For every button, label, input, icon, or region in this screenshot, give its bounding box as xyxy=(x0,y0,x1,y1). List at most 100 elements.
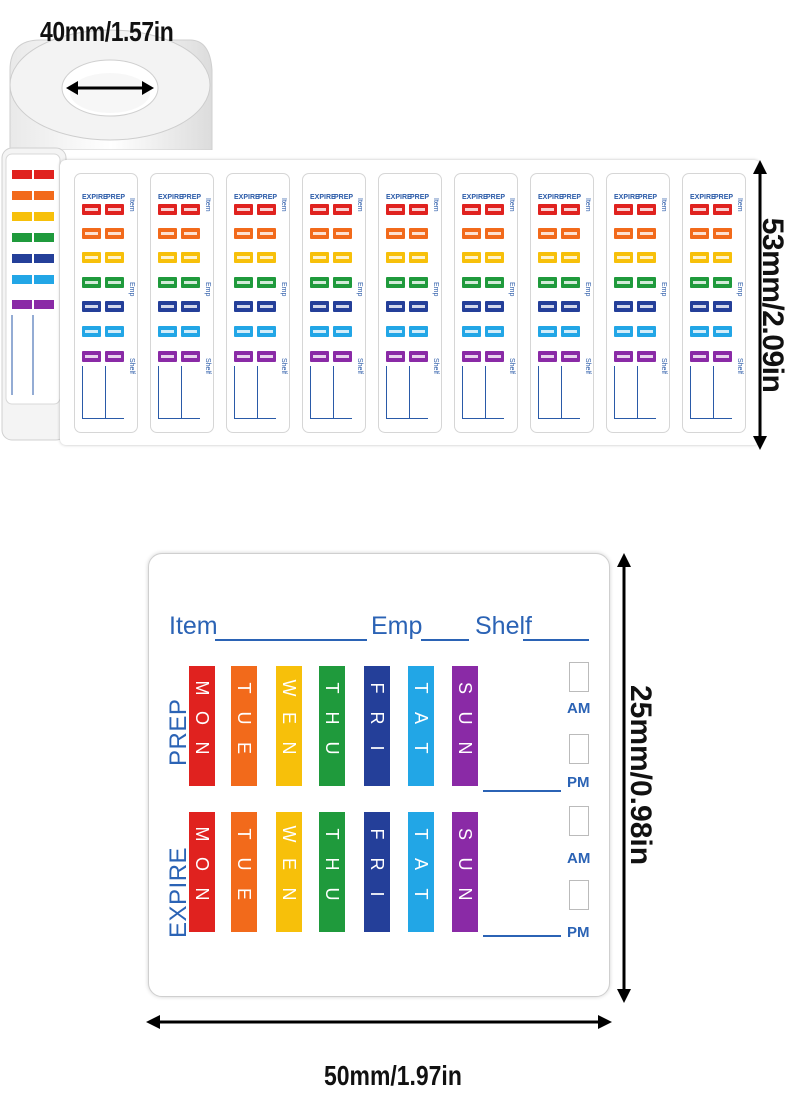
mini-bottom-line xyxy=(386,418,428,419)
mini-column-line xyxy=(462,366,463,418)
mini-column-line xyxy=(690,366,691,418)
mini-day-box xyxy=(234,277,253,288)
expire-day-letter: T xyxy=(411,828,431,840)
mini-day-box xyxy=(310,277,329,288)
mini-day-box xyxy=(234,204,253,215)
mini-day-box xyxy=(409,204,428,215)
expire-day-letter: H xyxy=(322,857,342,871)
mini-bottom-line xyxy=(158,418,200,419)
mini-day-box xyxy=(713,228,732,239)
expire-day-letter: E xyxy=(279,857,299,870)
mini-day-box xyxy=(333,204,352,215)
mini-day-box xyxy=(82,252,101,263)
mini-day-box xyxy=(409,326,428,337)
prep-day-letter: E xyxy=(279,711,299,724)
mini-prep-header: PREP xyxy=(182,194,202,201)
mini-day-box xyxy=(105,252,124,263)
mini-day-box xyxy=(333,277,352,288)
mini-day-box xyxy=(409,228,428,239)
prep-time-underline xyxy=(483,790,561,792)
mini-day-box xyxy=(561,252,580,263)
mini-day-box xyxy=(234,326,253,337)
mini-day-box xyxy=(386,252,405,263)
mini-day-box xyxy=(333,301,352,312)
mini-day-box xyxy=(158,326,177,337)
label-height-dimension: 25mm/0.98in xyxy=(624,684,657,866)
expire-am-checkbox[interactable] xyxy=(569,806,589,836)
expire-day-letter: N xyxy=(279,887,299,901)
mini-day-box xyxy=(409,252,428,263)
mini-day-box xyxy=(614,252,633,263)
mini-day-box xyxy=(485,351,504,362)
expire-day-letter: N xyxy=(192,887,212,901)
mini-day-box xyxy=(158,228,177,239)
mini-column-line xyxy=(409,366,410,418)
mini-column-line xyxy=(713,366,714,418)
mini-day-box xyxy=(690,301,709,312)
mini-side-label: Shelf xyxy=(736,358,743,374)
mini-bottom-line xyxy=(538,418,580,419)
prep-day-letter: F xyxy=(367,682,387,694)
item-field-label: Item xyxy=(169,612,218,640)
mini-day-box xyxy=(485,204,504,215)
prep-am-label: AM xyxy=(567,700,591,717)
core-width-dimension: 40mm/1.57in xyxy=(40,16,174,47)
mini-prep-header: PREP xyxy=(562,194,582,201)
mini-day-box xyxy=(181,301,200,312)
mini-side-label: Item xyxy=(204,198,211,212)
mini-day-box xyxy=(310,204,329,215)
mini-day-box xyxy=(561,326,580,337)
label-width-dimension: 50mm/1.97in xyxy=(324,1060,462,1091)
mini-day-box xyxy=(462,228,481,239)
mini-day-box xyxy=(485,252,504,263)
prep-day-letter: N xyxy=(192,741,212,755)
prep-pm-checkbox[interactable] xyxy=(569,734,589,764)
mini-day-box xyxy=(462,326,481,337)
mini-day-box xyxy=(538,277,557,288)
mini-day-box xyxy=(637,301,656,312)
roll-end xyxy=(1,147,67,441)
prep-day-letter: I xyxy=(367,745,387,751)
mini-bottom-line xyxy=(82,418,124,419)
mini-day-box xyxy=(333,252,352,263)
mini-day-box xyxy=(538,301,557,312)
mini-day-box xyxy=(105,277,124,288)
expire-day-letter: M xyxy=(192,826,212,842)
mini-prep-header: PREP xyxy=(334,194,354,201)
mini-column-line xyxy=(637,366,638,418)
mini-side-label: Emp xyxy=(508,282,515,297)
item-underline xyxy=(215,639,367,641)
mini-expire-header: EXPIRE xyxy=(158,194,184,201)
mini-day-box xyxy=(538,326,557,337)
mini-side-label: Emp xyxy=(432,282,439,297)
mini-column-line xyxy=(310,366,311,418)
mini-column-line xyxy=(333,366,334,418)
mini-column-line xyxy=(257,366,258,418)
mini-bottom-line xyxy=(310,418,352,419)
expire-pm-checkbox[interactable] xyxy=(569,880,589,910)
mini-day-box xyxy=(181,252,200,263)
mini-day-box xyxy=(637,252,656,263)
mini-column-line xyxy=(234,366,235,418)
prep-am-checkbox[interactable] xyxy=(569,662,589,692)
mini-day-box xyxy=(485,228,504,239)
